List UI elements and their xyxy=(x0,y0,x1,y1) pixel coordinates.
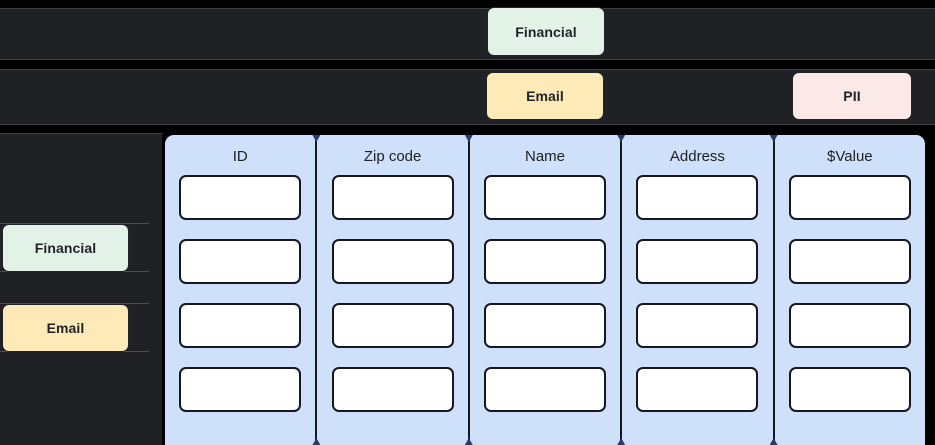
column-divider-marker-top-icon xyxy=(312,135,321,142)
column-header: Name xyxy=(525,148,566,165)
table-cell[interactable] xyxy=(788,239,911,284)
table-cell[interactable] xyxy=(636,367,759,412)
table-cell[interactable] xyxy=(484,367,607,412)
sidebar-item-email[interactable]: Email xyxy=(2,304,129,352)
column-divider-marker-bottom-icon xyxy=(769,438,778,445)
table-cell[interactable] xyxy=(331,175,454,220)
table-cell[interactable] xyxy=(331,239,454,284)
column-divider-marker-bottom-icon xyxy=(312,438,321,445)
column-header: Zip code xyxy=(363,148,422,165)
table-cell[interactable] xyxy=(636,303,759,348)
table-cell[interactable] xyxy=(179,175,302,220)
table-cell[interactable] xyxy=(179,367,302,412)
column-header: Address xyxy=(669,148,725,165)
track-chip-financial[interactable]: Financial xyxy=(487,7,605,56)
table-cell[interactable] xyxy=(331,367,454,412)
sidebar-divider-3 xyxy=(0,303,149,304)
table-cell[interactable] xyxy=(331,303,454,348)
table-cell[interactable] xyxy=(484,303,607,348)
column-divider-marker-bottom-icon xyxy=(464,438,473,445)
table-cell[interactable] xyxy=(179,239,302,284)
table-cell[interactable] xyxy=(179,303,302,348)
sidebar-divider-1 xyxy=(0,223,149,224)
sidebar-item-financial[interactable]: Financial xyxy=(2,224,129,272)
table-column-id[interactable]: ID xyxy=(165,135,315,445)
table-cell[interactable] xyxy=(788,367,911,412)
table-cell[interactable] xyxy=(636,175,759,220)
table-cell[interactable] xyxy=(484,239,607,284)
table-column-value[interactable]: $Value xyxy=(769,135,925,445)
table-column-address[interactable]: Address xyxy=(617,135,772,445)
track-chip-email[interactable]: Email xyxy=(486,72,604,120)
data-table: ID Zip code Name Addres xyxy=(165,135,925,445)
column-divider-marker-bottom-icon xyxy=(617,438,626,445)
table-column-zip-code[interactable]: Zip code xyxy=(312,135,467,445)
table-cell[interactable] xyxy=(788,175,911,220)
column-header: $Value xyxy=(827,148,873,165)
column-divider-marker-top-icon xyxy=(617,135,626,142)
timeline-track-2 xyxy=(0,69,935,125)
table-column-name[interactable]: Name xyxy=(464,135,620,445)
track-chip-pii[interactable]: PII xyxy=(792,72,912,120)
column-divider-marker-top-icon xyxy=(464,135,473,142)
table-cell[interactable] xyxy=(484,175,607,220)
table-cell[interactable] xyxy=(636,239,759,284)
timeline-track-1 xyxy=(0,8,935,60)
column-divider-marker-top-icon xyxy=(769,135,778,142)
column-header: ID xyxy=(232,148,248,165)
sidebar xyxy=(0,133,163,445)
table-cell[interactable] xyxy=(788,303,911,348)
